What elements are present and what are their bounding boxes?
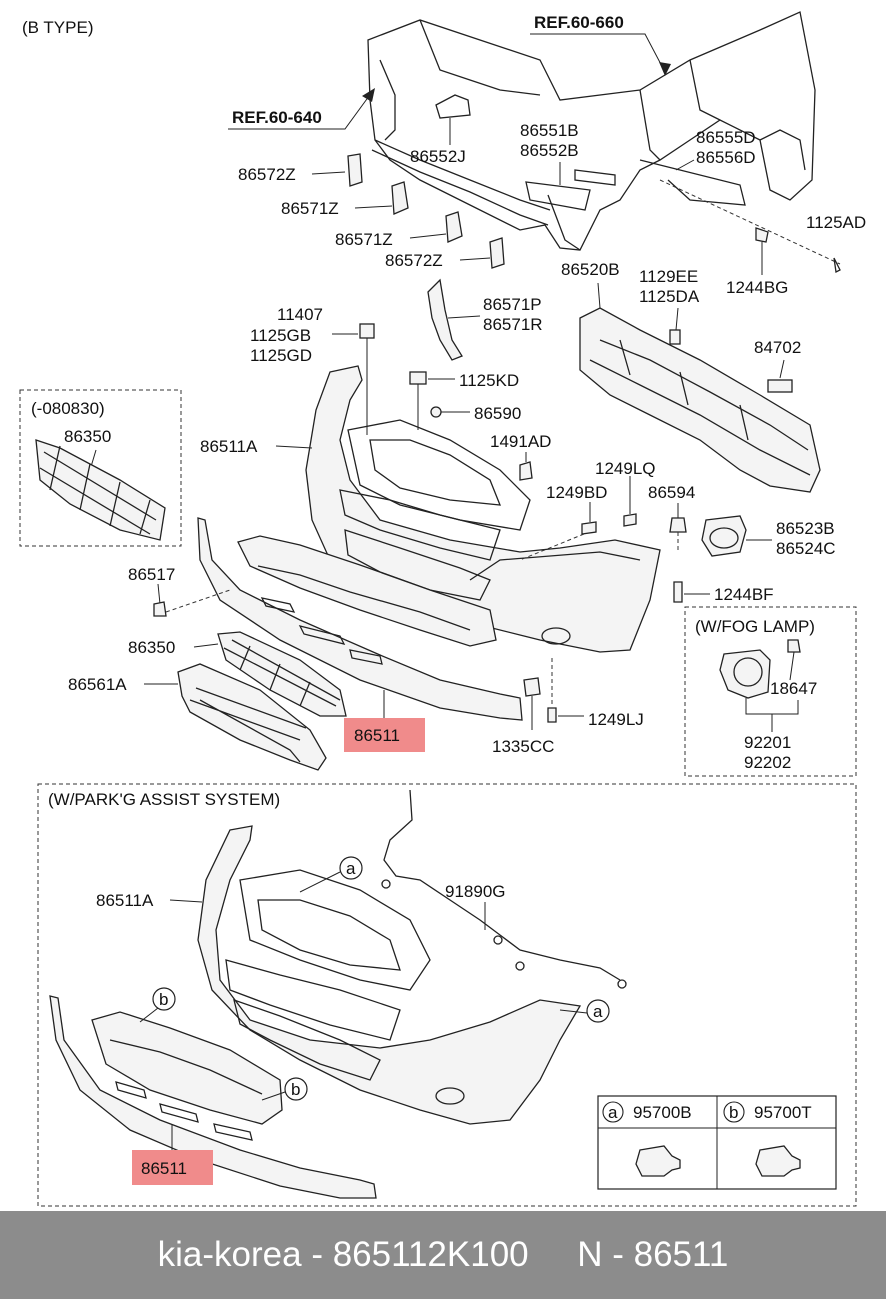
legend-b-circle [723, 1101, 745, 1123]
label-18647: 18647 [770, 679, 817, 698]
label-86556d: 86556D [696, 148, 756, 167]
label-86511a-top: 86511A [200, 437, 258, 456]
label-1491ad: 1491AD [490, 432, 551, 451]
label-92202: 92202 [744, 753, 791, 772]
parts-diagram: (B TYPE) REF.60-660 REF.60-640 86551B 86… [19, 11, 866, 1207]
label-84702: 84702 [754, 338, 801, 357]
clip-1491ad [519, 461, 533, 481]
label-86561a: 86561A [68, 675, 127, 694]
lower-bumper-86511 [197, 517, 523, 721]
nut-1335cc [523, 677, 541, 697]
grille-86350-old [35, 439, 166, 541]
legend-a-part: 95700B [633, 1103, 692, 1122]
label-91890g: 91890G [445, 882, 506, 901]
wiring-harness-91890g [383, 789, 621, 981]
legend-a-circle [602, 1101, 624, 1123]
label-86551b: 86551B [520, 121, 579, 140]
legend-a-code: a [608, 1103, 618, 1122]
body-structure [367, 11, 816, 251]
label-1335cc: 1335CC [492, 737, 554, 756]
label-1249bd: 1249BD [546, 483, 607, 502]
inset-fog-title: (W/FOG LAMP) [695, 617, 815, 636]
label-1125gd: 1125GD [250, 346, 312, 365]
label-86524c: 86524C [776, 539, 836, 558]
label-1125da: 1125DA [639, 287, 700, 306]
label-86571z-b: 86571Z [335, 230, 393, 249]
inset-park-frame [37, 783, 857, 1207]
label-86350-b: 86350 [128, 638, 175, 657]
legend-b-part: 95700T [754, 1103, 812, 1122]
label-plate-84702 [767, 379, 793, 393]
label-86594: 86594 [648, 483, 695, 502]
fog-bezel-86523b [701, 515, 747, 557]
label-1125kd: 1125KD [459, 371, 519, 390]
inset-park-title: (W/PARK'G ASSIST SYSTEM) [48, 790, 280, 809]
callout-a-2 [586, 999, 610, 1023]
bolt-1249lj [547, 707, 557, 723]
callout-b-1-text: b [159, 990, 168, 1009]
label-86523b: 86523B [776, 519, 835, 538]
label-1125ad: 1125AD [806, 213, 866, 232]
label-86517: 86517 [128, 565, 175, 584]
inset-fog-frame [684, 606, 857, 777]
label-86571z-a: 86571Z [281, 199, 339, 218]
highlight-86511-top [344, 718, 425, 752]
ref-60-660: REF.60-660 [534, 13, 624, 32]
bolt-1125kd [409, 371, 427, 385]
label-86572z-b: 86572Z [385, 251, 443, 270]
ref-60-640: REF.60-640 [232, 108, 322, 127]
inset-080830-frame [19, 389, 182, 547]
label-86552j: 86552J [410, 147, 466, 166]
bolt-11407 [359, 323, 375, 339]
label-86511-bottom: 86511 [141, 1159, 187, 1178]
callout-b-2-text: b [291, 1080, 300, 1099]
label-86520b: 86520B [561, 260, 620, 279]
footer-text: kia-korea - 865112K100 N - 86511 [157, 1235, 729, 1274]
sensor-95700b [635, 1145, 681, 1177]
bolt-1129ee [669, 329, 681, 345]
label-1249lq: 1249LQ [595, 459, 656, 478]
bolt-1244bg [755, 227, 769, 243]
cap-86517 [153, 601, 167, 617]
label-11407: 11407 [277, 305, 323, 324]
label-86555d: 86555D [696, 128, 756, 147]
bulb-18647 [787, 639, 801, 653]
legend-b-code: b [729, 1103, 738, 1122]
callout-b-1 [152, 987, 176, 1011]
callout-a-1-text: a [346, 859, 356, 878]
label-1125gb: 1125GB [250, 326, 311, 345]
label-86572z-a: 86572Z [238, 165, 296, 184]
bolt-1249bd [581, 521, 597, 535]
clip-86594 [669, 517, 687, 533]
label-86511-top: 86511 [354, 726, 400, 745]
footer-bar: kia-korea - 865112K100 N - 86511 [0, 1211, 886, 1299]
callout-b-2 [284, 1077, 308, 1101]
label-86571p: 86571P [483, 295, 542, 314]
label-86511a-bottom: 86511A [96, 891, 154, 910]
label-1244bg: 1244BG [726, 278, 788, 297]
callout-a-1 [339, 856, 363, 880]
bumper-cover-86511a-park [197, 825, 582, 1125]
callout-a-2-text: a [593, 1002, 603, 1021]
bolt-1249lq [623, 513, 637, 527]
mount-brackets [347, 153, 505, 269]
type-label: (B TYPE) [22, 18, 93, 37]
label-86552b: 86552B [520, 141, 579, 160]
inset-080830-part: 86350 [64, 427, 111, 446]
grille-86561a [177, 663, 327, 771]
label-1129ee: 1129EE [639, 267, 698, 286]
energy-absorber [579, 307, 821, 493]
label-86571r: 86571R [483, 315, 543, 334]
label-1249lj: 1249LJ [588, 710, 644, 729]
label-92201: 92201 [744, 733, 791, 752]
label-86590: 86590 [474, 404, 521, 423]
label-1244bf: 1244BF [714, 585, 774, 604]
bolt-1244bf [673, 581, 683, 603]
highlight-86511-bottom [132, 1150, 213, 1185]
sensor-legend-table: a 95700B b 95700T [597, 1095, 837, 1190]
inset-080830-title: (-080830) [31, 399, 105, 418]
sensor-95700t [755, 1145, 801, 1177]
clip-86590 [430, 406, 442, 418]
side-trim-86571p [427, 278, 463, 361]
